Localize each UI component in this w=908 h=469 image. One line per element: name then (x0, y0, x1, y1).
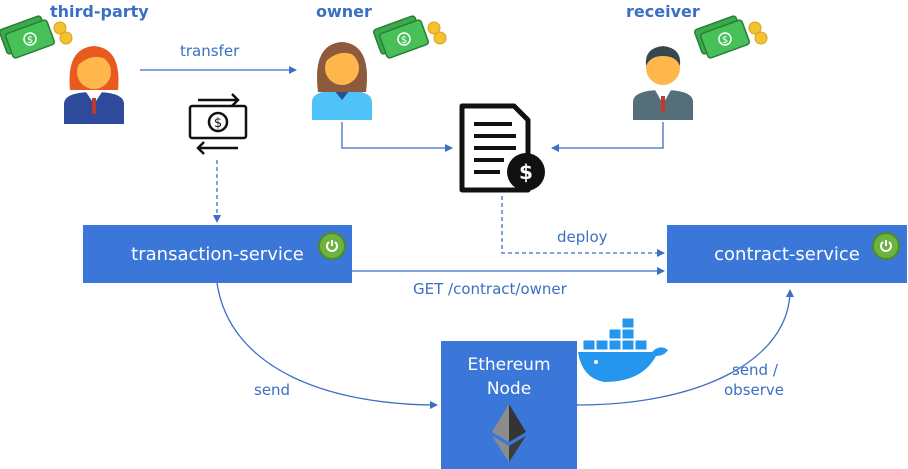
send-arrow (216, 282, 438, 409)
transaction-service-box[interactable]: transaction-service (83, 225, 352, 283)
receiver-to-contract-arrow (551, 122, 664, 152)
transaction-service-label: transaction-service (131, 243, 304, 265)
owner-avatar-icon (312, 42, 372, 120)
docker-icon (578, 317, 668, 382)
receiver-label: receiver (626, 2, 700, 21)
get-owner-label: GET /contract/owner (413, 280, 567, 298)
ethereum-logo-overlay (492, 404, 526, 462)
contract-service-box[interactable]: contract-service (667, 225, 907, 283)
contract-document-icon: $ (459, 103, 545, 193)
third-party-money-icon (0, 14, 73, 60)
send-observe-label-line2: observe (724, 381, 785, 399)
svg-text:$: $ (519, 160, 533, 184)
ethereum-node-subtitle: Node (486, 379, 532, 399)
spring-boot-icon (318, 232, 346, 260)
owner-money-icon (372, 14, 447, 60)
ethereum-node-title: Ethereum (467, 355, 551, 375)
spring-boot-icon (872, 232, 900, 260)
receiver-avatar-icon (633, 46, 693, 120)
owner-label: owner (316, 2, 372, 21)
receiver-money-icon (693, 14, 768, 60)
send-label: send (254, 381, 291, 399)
owner-to-contract-arrow (341, 122, 453, 152)
send-observe-arrow (570, 289, 794, 410)
money-exchange-icon (188, 93, 248, 155)
contract-service-label: contract-service (714, 243, 860, 265)
transfer-label: transfer (180, 42, 240, 60)
deploy-arrow (501, 196, 665, 257)
deploy-label: deploy (557, 228, 608, 246)
money-exchange-dollar: $ (214, 116, 222, 131)
third-party-label: third-party (50, 2, 149, 21)
send-observe-label-line1: send / (732, 361, 778, 379)
third-party-avatar-icon (64, 46, 124, 124)
